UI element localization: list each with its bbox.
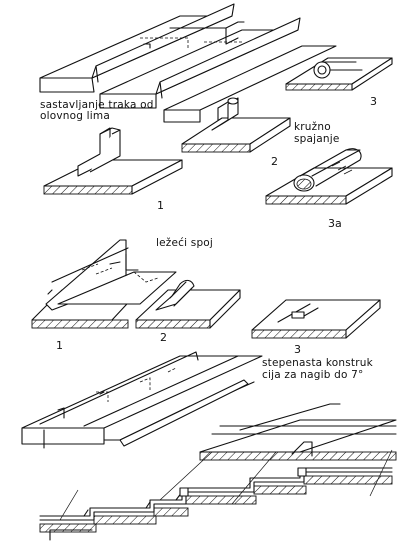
- lying-joint-label: ležeći spoj: [156, 237, 214, 249]
- round-joining-label: kružno spajanje: [294, 121, 340, 145]
- figure-number-left-1: 1: [157, 199, 164, 212]
- top-strip-assembly: [39, 3, 337, 123]
- stepped-construction-label: stepenasta konstruk cija za nagib do 7°: [262, 357, 373, 381]
- standing-seam-1: [43, 127, 183, 195]
- figure-number-mid-2: 2: [271, 155, 278, 168]
- joining-strips-label: sastavljanje traka od olovnog lima: [40, 99, 154, 122]
- figure-number-lower-1: 1: [56, 339, 63, 352]
- stepped-construction: [21, 351, 397, 541]
- figure-number-3a: 3a: [328, 217, 342, 230]
- figure-number-lower-3: 3: [294, 343, 301, 356]
- figure-number-top-3: 3: [370, 95, 377, 108]
- lying-joint-2: [135, 279, 241, 329]
- standing-seam-2: [181, 97, 291, 153]
- lying-joint-3: [251, 299, 381, 339]
- figure-number-lower-2: 2: [160, 331, 167, 344]
- roll-seam-3: [285, 57, 393, 91]
- lying-joint-1: [31, 239, 177, 329]
- round-join-3a: [265, 148, 393, 205]
